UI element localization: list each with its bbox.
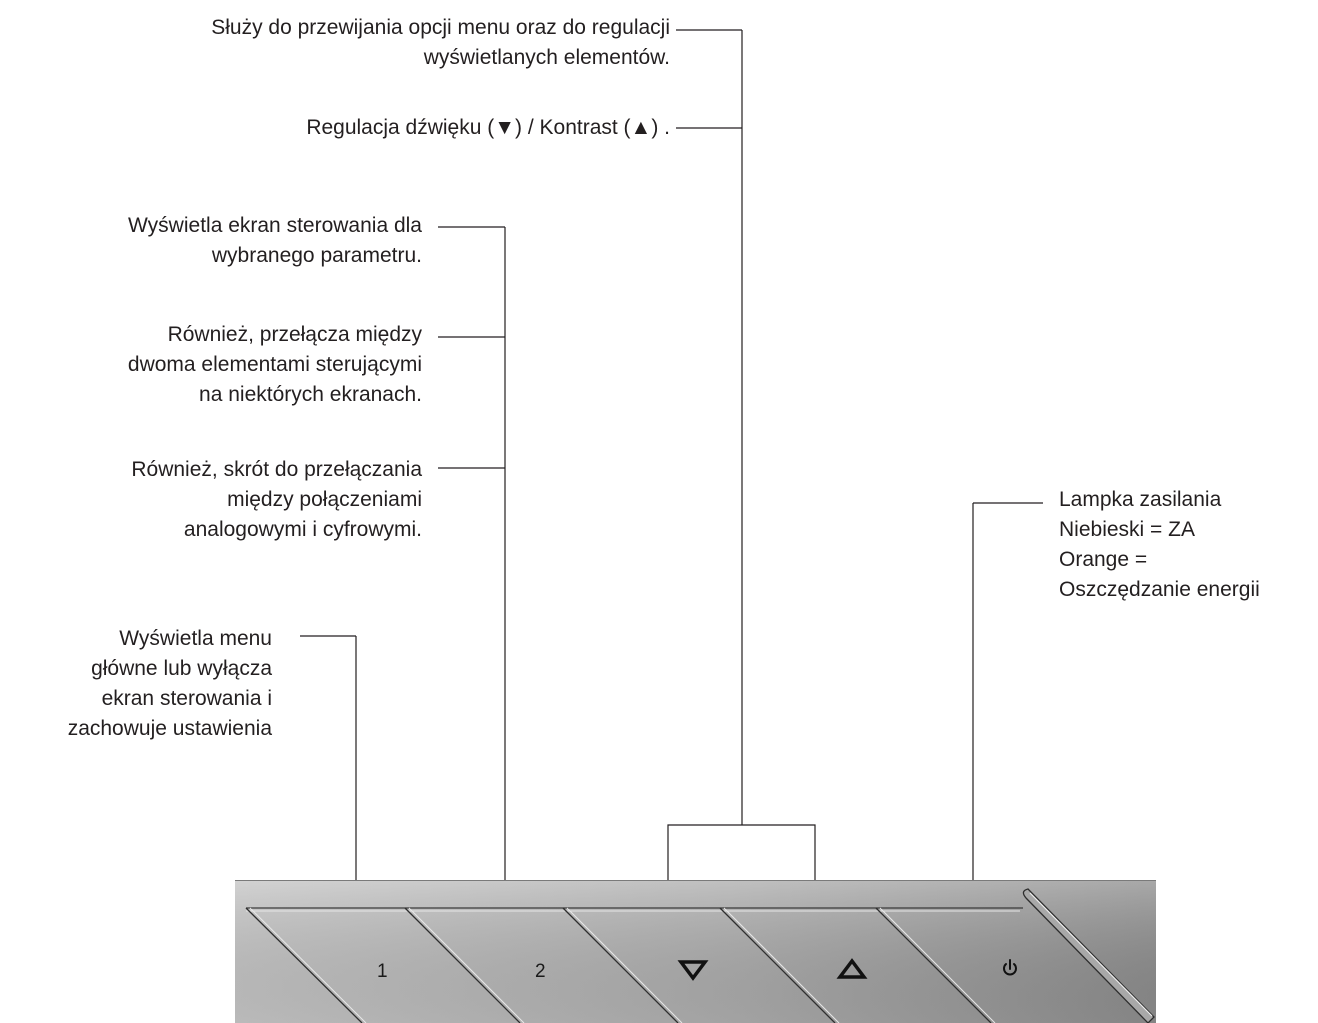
divider-4 — [875, 907, 992, 1023]
callout-scroll-line-2: wyświetlanych elementów. — [423, 46, 670, 69]
triangle-up-icon — [836, 958, 868, 979]
callout-main-menu-line-3: ekran sterowania i — [101, 687, 272, 710]
divider-hl-3 — [723, 907, 840, 1023]
callout-toggle-controls: Również, przełącza między dwoma elementa… — [128, 320, 422, 410]
bracket-arrows — [667, 824, 816, 880]
divider-2 — [562, 907, 679, 1023]
divider-1 — [404, 907, 521, 1023]
callout-main-menu: Wyświetla menu główne lub wyłącza ekran … — [68, 624, 272, 744]
button-power[interactable] — [1003, 959, 1017, 976]
divider-0 — [245, 907, 363, 1023]
divider-hl-2 — [566, 907, 683, 1023]
callout-volume-line-1: Regulacja dźwięku (▼) / Kontrast (▲) . — [306, 116, 670, 139]
callout-toggle-controls-line-1: Również, przełącza między — [167, 323, 422, 346]
power-led-strip — [1022, 888, 1155, 1023]
divider-3 — [719, 907, 836, 1023]
divider-hl-0 — [249, 907, 367, 1023]
divider-hl-4 — [879, 907, 996, 1023]
triangle-down-icon — [677, 960, 709, 981]
callout-input-shortcut-line-3: analogowymi i cyfrowymi. — [183, 518, 422, 541]
callout-main-menu-line-2: główne lub wyłącza — [91, 657, 272, 680]
divider-hl-1 — [408, 907, 525, 1023]
callout-toggle-controls-line-3: na niektórych ekranach. — [199, 383, 422, 406]
callout-display-control-line-1: Wyświetla ekran sterowania dla — [128, 214, 422, 237]
button-1-label: 1 — [377, 961, 388, 982]
button-down[interactable] — [677, 960, 709, 981]
callout-input-shortcut: Również, skrót do przełączania między po… — [131, 455, 422, 545]
callout-power-light: Lampka zasilania Niebieski = ZA Orange =… — [1059, 485, 1260, 605]
power-icon — [1003, 959, 1017, 976]
button-2[interactable]: 2 — [535, 961, 546, 982]
callout-power-light-line-2: Niebieski = ZA — [1059, 518, 1195, 541]
callout-toggle-controls-line-2: dwoma elementami sterującymi — [127, 353, 422, 376]
leader-lines — [300, 29, 1043, 880]
callout-main-menu-line-4: zachowuje ustawienia — [67, 717, 272, 740]
power-led-strip-shine — [1029, 892, 1153, 1017]
callout-input-shortcut-line-2: między połączeniami — [227, 488, 422, 511]
callout-display-control-line-2: wybranego parametru. — [211, 244, 422, 267]
callout-power-light-line-3: Orange = — [1059, 548, 1148, 571]
callout-power-light-line-4: Oszczędzanie energii — [1059, 578, 1260, 601]
monitor-bezel — [235, 880, 1156, 1023]
callout-scroll: Służy do przewijania opcji menu oraz do … — [211, 13, 670, 73]
callout-input-shortcut-line-1: Również, skrót do przełączania — [131, 458, 422, 481]
callout-display-control: Wyświetla ekran sterowania dla wybranego… — [128, 211, 422, 271]
callout-main-menu-line-1: Wyświetla menu — [119, 627, 272, 650]
button-2-label: 2 — [535, 961, 546, 982]
callout-volume: Regulacja dźwięku (▼) / Kontrast (▲) . — [306, 113, 670, 143]
bezel-highlight — [235, 880, 1156, 1023]
callout-scroll-line-1: Służy do przewijania opcji menu oraz do … — [211, 16, 670, 39]
button-1[interactable]: 1 — [377, 961, 388, 982]
callout-power-light-line-1: Lampka zasilania — [1059, 488, 1222, 511]
button-up[interactable] — [836, 958, 868, 979]
